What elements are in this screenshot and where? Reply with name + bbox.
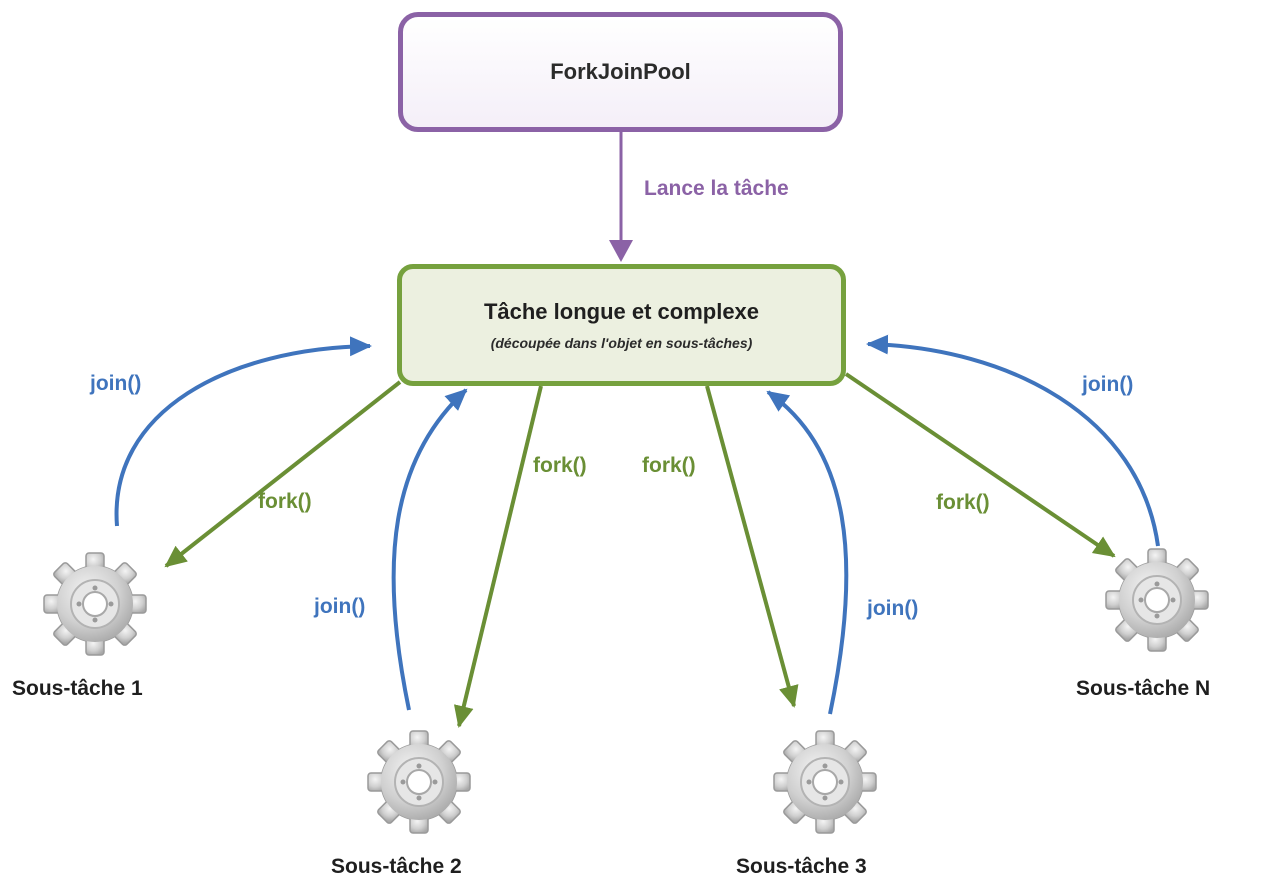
fork-arrow-1 (164, 380, 402, 568)
gear-icon (43, 552, 147, 656)
gear-icon (367, 730, 471, 834)
main-task-title: Tâche longue et complexe (483, 299, 760, 324)
launch-arrow (609, 132, 633, 262)
fork-arrow-2 (453, 385, 543, 728)
gear-icon (1105, 548, 1209, 652)
subtask-label-n: Sous-tâche N (1076, 677, 1211, 700)
launch-task-label: Lance la tâche (644, 177, 789, 200)
join-label-n: join() (1082, 373, 1134, 396)
join-label-2: join() (314, 595, 366, 618)
main-task-subtitle: (découpée dans l'objet en sous-tâches) (490, 335, 753, 351)
fork-arrow-n (844, 372, 1116, 558)
join-label-3: join() (867, 597, 919, 620)
join-label-1: join() (90, 372, 142, 395)
subtask-label-2: Sous-tâche 2 (331, 855, 462, 878)
subtask-label-3: Sous-tâche 3 (736, 855, 867, 878)
fork-label-3: fork() (642, 454, 696, 477)
fork-arrow-3 (705, 385, 799, 708)
forkjoinpool-box: ForkJoinPool (398, 12, 843, 132)
subtask-label-1: Sous-tâche 1 (12, 677, 143, 700)
main-task-box: Tâche longue et complexe (découpée dans … (397, 264, 846, 386)
join-arrow-1 (114, 336, 372, 527)
join-arrow-3 (766, 390, 849, 715)
forkjoinpool-title: ForkJoinPool (550, 59, 691, 84)
fork-label-n: fork() (936, 491, 990, 514)
join-arrow-2 (391, 388, 468, 711)
gear-icon (773, 730, 877, 834)
fork-label-1: fork() (258, 490, 312, 513)
fork-label-2: fork() (533, 454, 587, 477)
join-arrow-n (866, 334, 1160, 547)
